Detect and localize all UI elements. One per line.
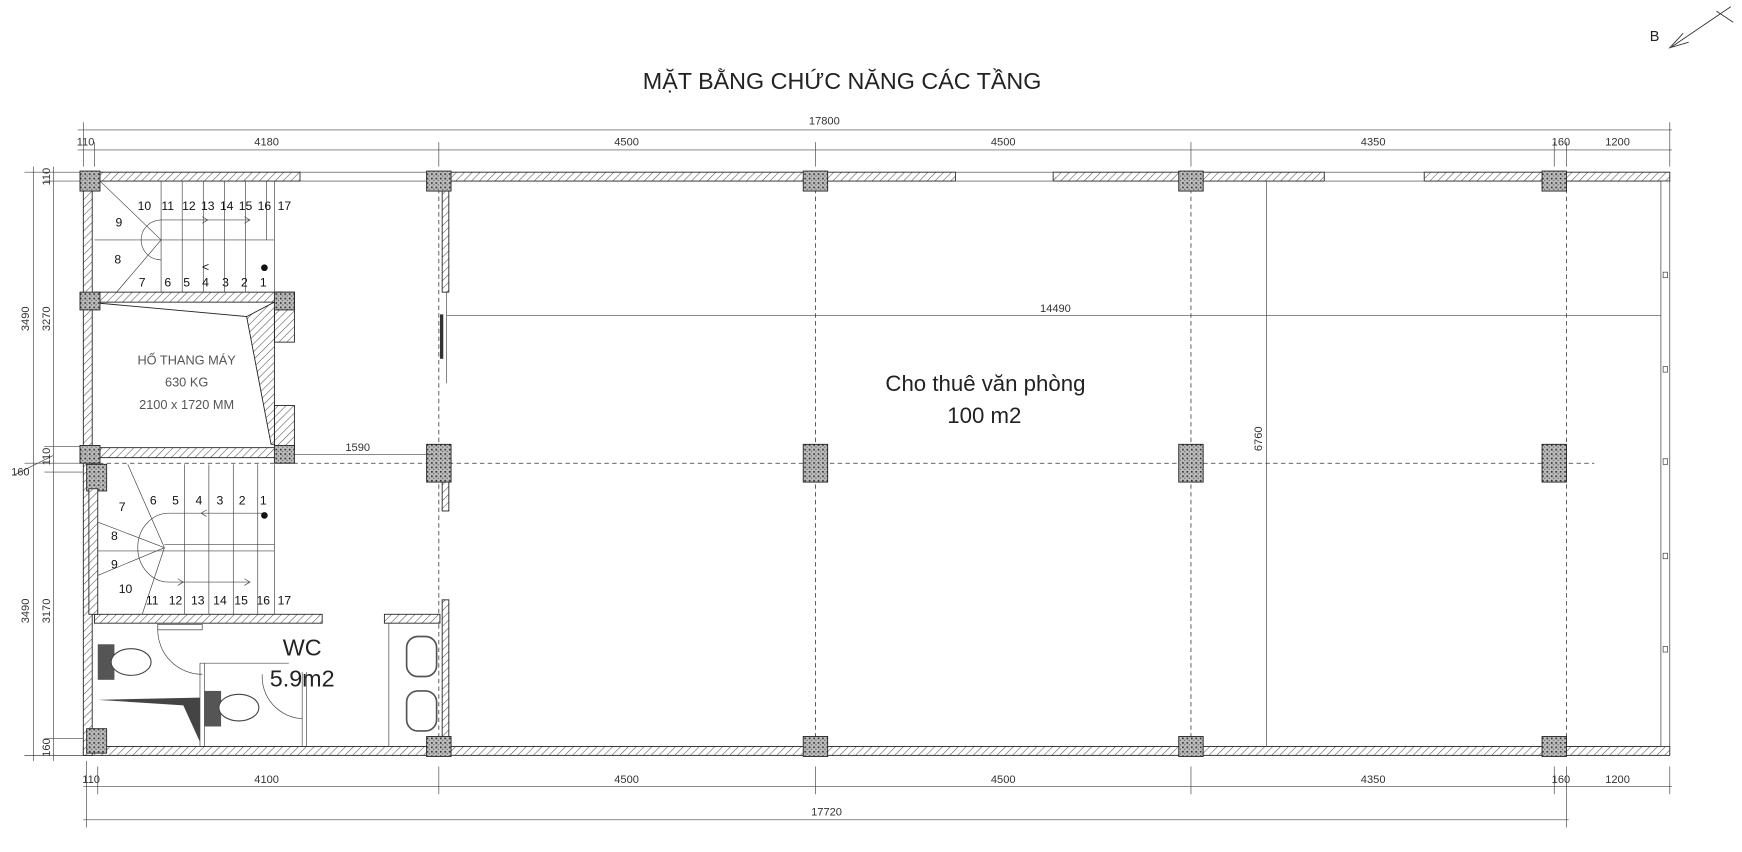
step-number: 11 <box>161 199 174 213</box>
step-number: 17 <box>278 593 292 607</box>
grid-lines <box>83 181 1595 747</box>
dim-total-bottom: 17720 <box>811 806 842 818</box>
dim-left-inner: 110 <box>41 448 53 466</box>
dim-bottom: 4500 <box>614 774 639 786</box>
stair-bottom: 6 5 4 3 2 1 7 8 9 10 11 12 13 14 15 16 1… <box>88 464 292 615</box>
step-number: 8 <box>114 252 121 266</box>
dim-top: 160 <box>1552 137 1571 149</box>
direction-marker: < <box>202 260 209 274</box>
facade-marks <box>1662 271 1668 653</box>
dim-left-inner: 3270 <box>41 306 53 331</box>
dim-left-inner: 160 <box>41 738 53 757</box>
dim-top: 1200 <box>1605 137 1630 149</box>
dim-left-inner: 160 <box>11 466 30 478</box>
dim-top: 4350 <box>1361 137 1386 149</box>
sink-icon <box>405 635 438 732</box>
step-number: 3 <box>217 493 224 507</box>
office-area: 100 m2 <box>947 403 1021 428</box>
dim-left-inner: 3170 <box>41 599 53 624</box>
wc-label: WC <box>283 634 322 660</box>
dim-bottom: 110 <box>82 774 100 786</box>
step-number: 12 <box>182 199 196 213</box>
step-number: 14 <box>213 593 227 607</box>
step-number: 8 <box>111 529 118 543</box>
step-number: 13 <box>191 593 205 607</box>
step-number: 13 <box>201 199 215 213</box>
step-number: 17 <box>278 199 292 213</box>
dimensions-bottom: 110 4100 4500 4500 4350 160 1200 17720 <box>82 760 1673 828</box>
dim-top: 110 <box>77 137 95 149</box>
step-number: 4 <box>195 493 202 507</box>
step-number: 5 <box>172 493 179 507</box>
step-number: 1 <box>260 493 267 507</box>
dim-bottom: 1200 <box>1605 774 1630 786</box>
toilet-icon <box>97 644 152 680</box>
dim-bottom: 4100 <box>254 774 279 786</box>
step-number: 4 <box>202 276 209 290</box>
step-number: 9 <box>115 216 122 230</box>
step-number: 14 <box>220 199 234 213</box>
step-number: 3 <box>222 276 229 290</box>
dim-bottom: 160 <box>1552 774 1571 786</box>
dim-bottom: 4350 <box>1361 774 1386 786</box>
dim-top: 4500 <box>991 137 1016 149</box>
step-number: 7 <box>119 500 126 514</box>
step-number: 7 <box>139 276 146 290</box>
step-number: 10 <box>138 199 152 213</box>
dim-top: 4500 <box>614 137 639 149</box>
step-number: 16 <box>257 593 271 607</box>
dim-top: 4180 <box>254 137 279 149</box>
step-number: 16 <box>258 199 272 213</box>
dimensions-top: 17800 110 4180 4500 4500 4350 160 1200 <box>77 115 1673 167</box>
step-number: 5 <box>183 276 190 290</box>
dim-left-outer: 3490 <box>20 306 32 331</box>
elevator-shaft: HỐ THANG MÁY 630 KG 2100 x 1720 MM <box>137 352 236 411</box>
elevator-label: HỐ THANG MÁY <box>137 352 236 367</box>
dim-total-top: 17800 <box>809 115 840 127</box>
step-number: 1 <box>260 276 267 290</box>
dim-main-depth: 6760 <box>1253 426 1265 451</box>
step-number: 12 <box>169 593 183 607</box>
step-number: 10 <box>119 582 133 596</box>
dim-corridor: 1590 <box>345 442 370 454</box>
toilet-icon <box>204 690 260 727</box>
step-number: 2 <box>241 276 248 290</box>
step-number: 15 <box>239 199 253 213</box>
stair-top: 10 11 12 13 14 15 16 17 9 8 7 6 5 4 3 2 … <box>94 180 292 293</box>
dim-bottom: 4500 <box>991 774 1016 786</box>
dimensions-left: 3490 3490 110 3270 110 160 3170 160 <box>11 166 84 761</box>
columns <box>79 170 1567 757</box>
north-arrow-icon: B <box>1650 6 1734 49</box>
elevator-capacity: 630 KG <box>165 375 208 390</box>
plan-title: MẶT BẰNG CHỨC NĂNG CÁC TẦNG <box>643 67 1042 94</box>
office-name: Cho thuê văn phòng <box>885 371 1085 396</box>
step-number: 11 <box>146 593 159 607</box>
north-label: B <box>1650 29 1660 45</box>
inner-dimensions: 14490 6760 1590 <box>294 181 1661 747</box>
step-number: 2 <box>239 493 246 507</box>
step-number: 6 <box>164 276 171 290</box>
elevator-size: 2100 x 1720 MM <box>139 397 234 412</box>
step-number: 9 <box>111 558 118 572</box>
step-number: 6 <box>150 493 157 507</box>
dim-left-outer: 3490 <box>20 599 32 624</box>
step-number: 15 <box>234 593 248 607</box>
dim-left-inner: 110 <box>41 168 53 186</box>
wc-area: 5.9m2 <box>270 665 335 691</box>
dim-main-width: 14490 <box>1040 303 1071 315</box>
